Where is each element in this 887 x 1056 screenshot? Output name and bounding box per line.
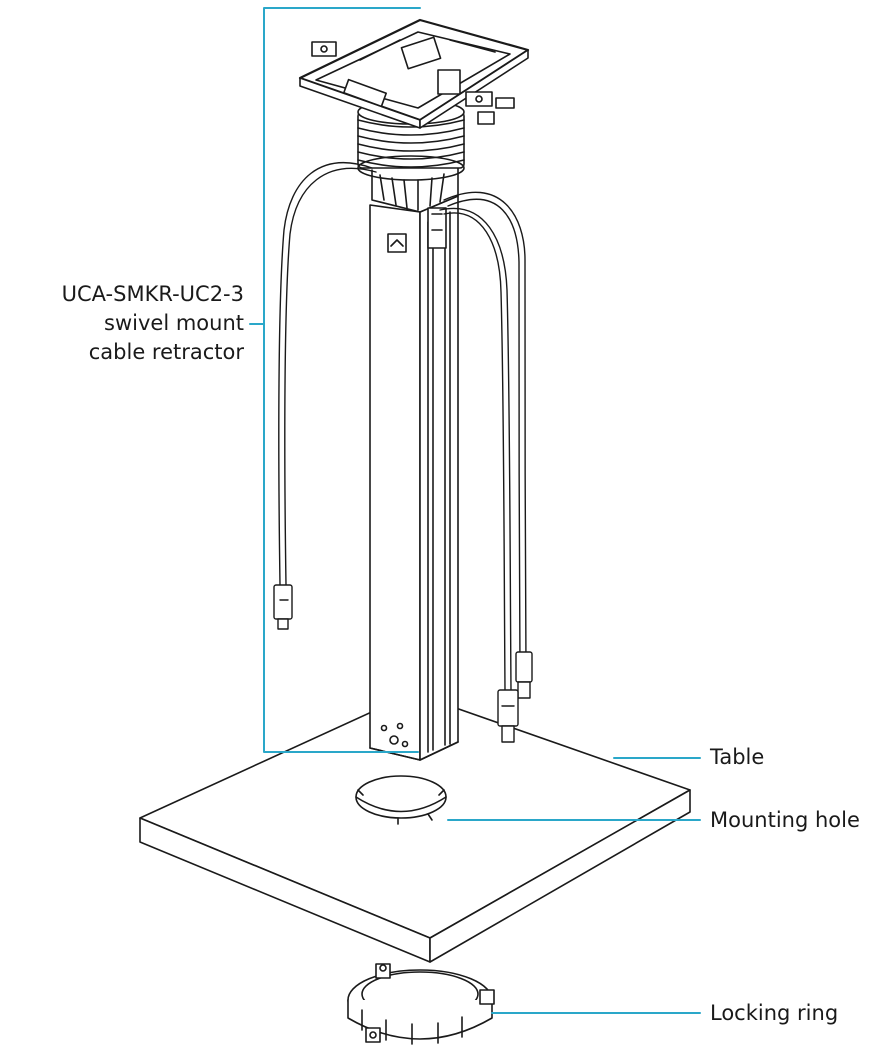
retractor-label: UCA-SMKR-UC2-3 swivel mount cable retrac… (0, 280, 244, 367)
callout-lines (249, 7, 701, 1014)
mounting-hole (355, 775, 447, 825)
retractor-column (369, 195, 459, 761)
table-label: Table (710, 745, 765, 769)
retractor-label-line1: UCA-SMKR-UC2-3 (61, 282, 244, 306)
usb-cables (273, 162, 533, 743)
mounting-hole-label: Mounting hole (710, 808, 860, 832)
locking-ring-label: Locking ring (710, 1001, 839, 1025)
locking-ring-part (347, 963, 495, 1045)
retractor-label-line2: swivel mount (104, 311, 244, 335)
retractor-callout-bracket (263, 7, 421, 753)
threaded-neck (357, 99, 465, 181)
retractor-label-line3: cable retractor (88, 340, 244, 364)
swivel-mount-plate (298, 18, 530, 129)
